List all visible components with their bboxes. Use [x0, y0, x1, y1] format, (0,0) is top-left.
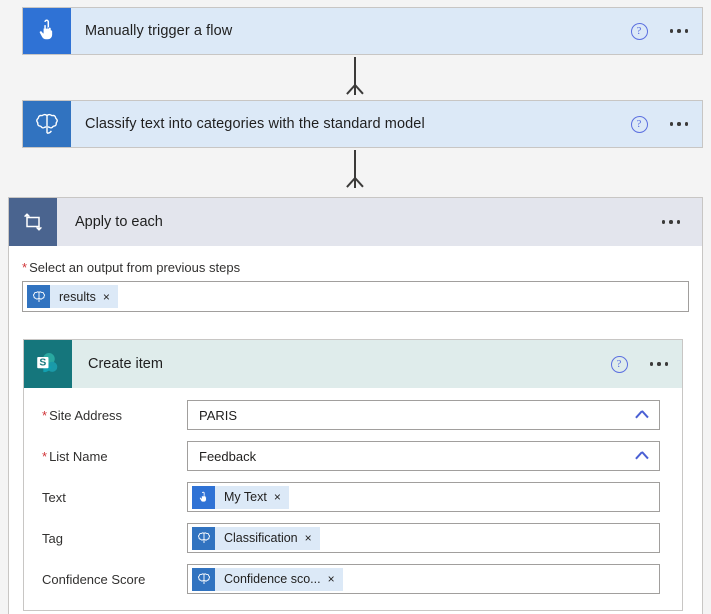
chevron-down-icon[interactable] [635, 411, 649, 420]
token-label: results [59, 289, 96, 304]
token-label: Confidence sco... [224, 572, 321, 586]
flow-card-create-item: S Create item ? *Site Address [23, 339, 683, 611]
required-marker: * [22, 260, 28, 275]
scope-header[interactable]: Apply to each [9, 198, 702, 246]
form-row-site-address: *Site Address PARIS [42, 400, 660, 430]
sub-card-title: Create item [88, 356, 163, 372]
required-marker: * [42, 448, 48, 464]
scope-apply-to-each: Apply to each *Select an output from pre… [8, 197, 703, 614]
field-label-confidence-score: Confidence Score [42, 572, 187, 587]
scope-body: *Select an output from previous steps re… [9, 246, 702, 312]
form-row-list-name: *List Name Feedback [42, 441, 660, 471]
form-row-tag: Tag Classification [42, 523, 660, 553]
tag-token-input[interactable]: Classification × [187, 523, 660, 553]
dynamic-token-results[interactable]: results × [27, 285, 118, 308]
connector-classify-to-loop [343, 150, 367, 194]
sub-card-header[interactable]: S Create item ? [24, 340, 682, 388]
manual-trigger-icon [23, 8, 71, 54]
ai-builder-brain-icon [27, 285, 50, 308]
card-actions: ? [630, 101, 703, 147]
output-token-input[interactable]: results × [22, 281, 689, 312]
flow-card-title: Manually trigger a flow [85, 23, 233, 39]
card-actions: ? [630, 8, 703, 54]
dynamic-token-confidence-score[interactable]: Confidence sco... × [192, 567, 343, 591]
site-address-value: PARIS [199, 407, 238, 423]
flow-card-classify-text[interactable]: Classify text into categories with the s… [22, 100, 703, 148]
more-options-icon[interactable] [661, 220, 680, 224]
help-icon[interactable]: ? [630, 115, 648, 133]
sharepoint-icon: S [24, 340, 72, 388]
form-row-confidence-score: Confidence Score Confidence sc [42, 564, 660, 594]
more-options-icon[interactable] [669, 29, 688, 33]
card-actions [661, 198, 703, 246]
field-label-text-field: Text [42, 490, 187, 505]
dynamic-token-classification[interactable]: Classification × [192, 526, 320, 550]
field-label-text: Text [42, 489, 66, 505]
field-label-text: List Name [49, 448, 108, 464]
list-name-dropdown[interactable]: Feedback [187, 441, 660, 471]
site-address-dropdown[interactable]: PARIS [187, 400, 660, 430]
help-icon[interactable]: ? [630, 22, 648, 40]
scope-title: Apply to each [75, 214, 163, 230]
loop-icon [9, 198, 57, 246]
svg-text:S: S [39, 358, 46, 369]
field-label-list-name: *List Name [42, 449, 187, 464]
text-token-input[interactable]: My Text × [187, 482, 660, 512]
ai-builder-brain-icon [192, 567, 215, 591]
required-marker: * [42, 407, 48, 423]
field-label-site-address: *Site Address [42, 408, 187, 423]
field-label-text: Tag [42, 530, 63, 546]
more-options-icon[interactable] [649, 362, 668, 366]
dynamic-token-my-text[interactable]: My Text × [192, 485, 289, 509]
ai-builder-brain-icon [23, 101, 71, 147]
token-remove-icon[interactable]: × [304, 531, 312, 545]
sub-card-body: *Site Address PARIS *List Name Feedback [24, 388, 682, 614]
more-options-icon[interactable] [669, 122, 688, 126]
connector-trigger-to-classify [343, 57, 367, 101]
flow-card-title: Classify text into categories with the s… [85, 116, 425, 132]
token-remove-icon[interactable]: × [327, 572, 335, 586]
token-remove-icon[interactable]: × [273, 490, 281, 504]
field-label-text: Site Address [49, 407, 123, 423]
card-actions: ? [610, 340, 683, 388]
list-name-value: Feedback [199, 448, 257, 464]
manual-trigger-icon [192, 485, 215, 509]
token-label: Classification [224, 531, 298, 545]
ai-builder-brain-icon [192, 526, 215, 550]
chevron-down-icon[interactable] [635, 452, 649, 461]
confidence-score-token-input[interactable]: Confidence sco... × [187, 564, 660, 594]
form-row-text: Text My Text × [42, 482, 660, 512]
output-field-label: *Select an output from previous steps [22, 260, 689, 275]
field-label-text: Confidence Score [42, 571, 146, 587]
token-remove-icon[interactable]: × [102, 289, 110, 304]
help-icon[interactable]: ? [610, 355, 628, 373]
flow-card-manual-trigger[interactable]: Manually trigger a flow ? [22, 7, 703, 55]
field-label-tag: Tag [42, 531, 187, 546]
token-label: My Text [224, 490, 267, 504]
output-field-label-text: Select an output from previous steps [29, 260, 241, 275]
